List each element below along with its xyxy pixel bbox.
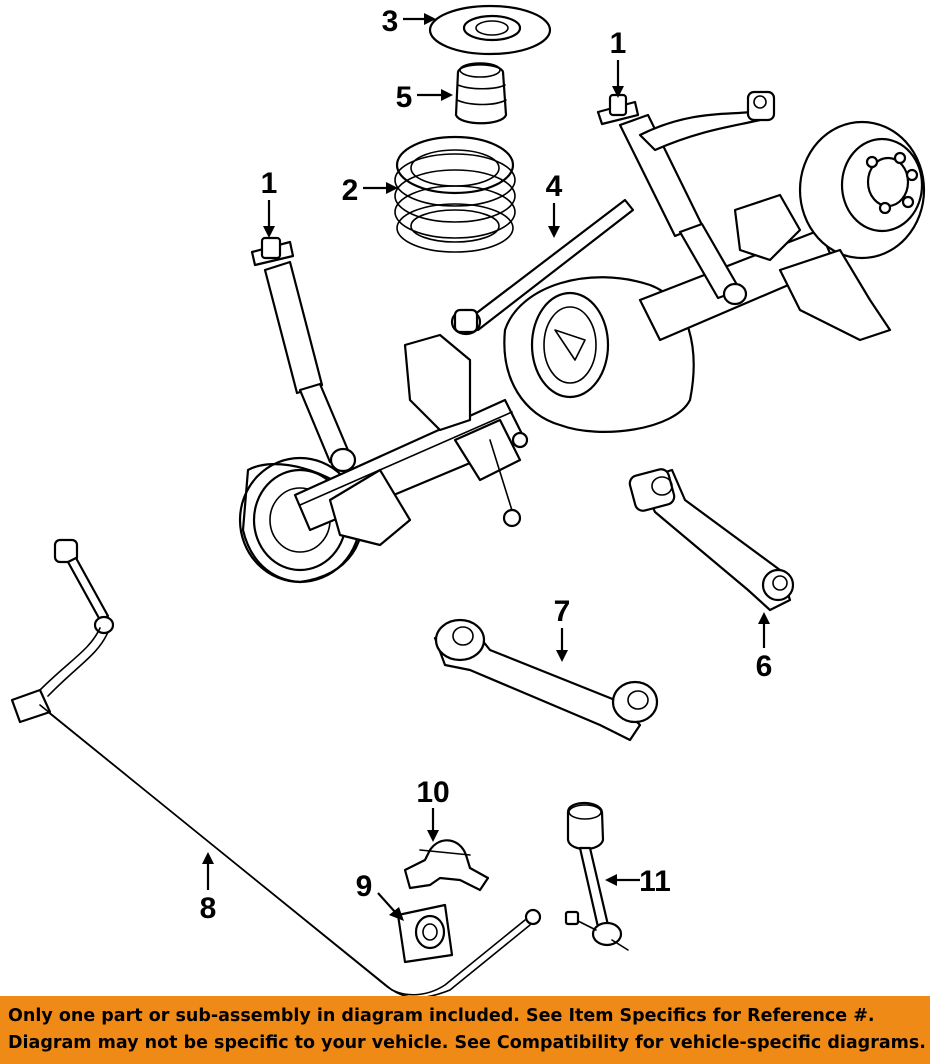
disclaimer-line-2: Diagram may not be specific to your vehi…	[8, 1033, 926, 1053]
lower-control-arm	[433, 618, 659, 742]
callout-8: 8	[200, 892, 217, 925]
shock-absorber-right	[596, 93, 748, 306]
callout-numbers: 1 1 2 3 4 5 6 7 8 9 10 11	[200, 5, 773, 925]
callout-11: 11	[639, 865, 671, 898]
bushing-clamp	[403, 839, 490, 892]
callout-2: 2	[342, 174, 359, 207]
rear-axle-assembly	[238, 120, 926, 584]
callout-3: 3	[382, 5, 399, 38]
shock-absorber-left	[250, 236, 357, 473]
upper-link-arm	[638, 90, 776, 152]
stabilizer-link	[564, 801, 629, 951]
coil-spring	[394, 135, 516, 253]
callout-6: 6	[756, 650, 773, 683]
jounce-bumper	[454, 62, 508, 125]
callout-7: 7	[554, 595, 571, 628]
disclaimer-banner: Only one part or sub-assembly in diagram…	[0, 996, 930, 1064]
callout-1-left: 1	[261, 167, 278, 200]
callout-1-right: 1	[610, 27, 627, 60]
upper-control-arm	[628, 468, 795, 612]
callout-9: 9	[356, 870, 373, 903]
track-bar	[450, 198, 635, 336]
parts-diagram: 1 1 2 3 4 5 6 7 8 9 10 11	[10, 4, 926, 996]
disclaimer-line-1: Only one part or sub-assembly in diagram…	[8, 1006, 875, 1026]
callout-leaders	[202, 13, 770, 921]
spring-isolator	[428, 4, 552, 56]
callout-5: 5	[396, 81, 413, 114]
stabilizer-bushing	[396, 903, 454, 964]
callout-4: 4	[546, 170, 563, 203]
callout-10: 10	[416, 776, 449, 809]
stabilizer-bar	[10, 538, 542, 996]
